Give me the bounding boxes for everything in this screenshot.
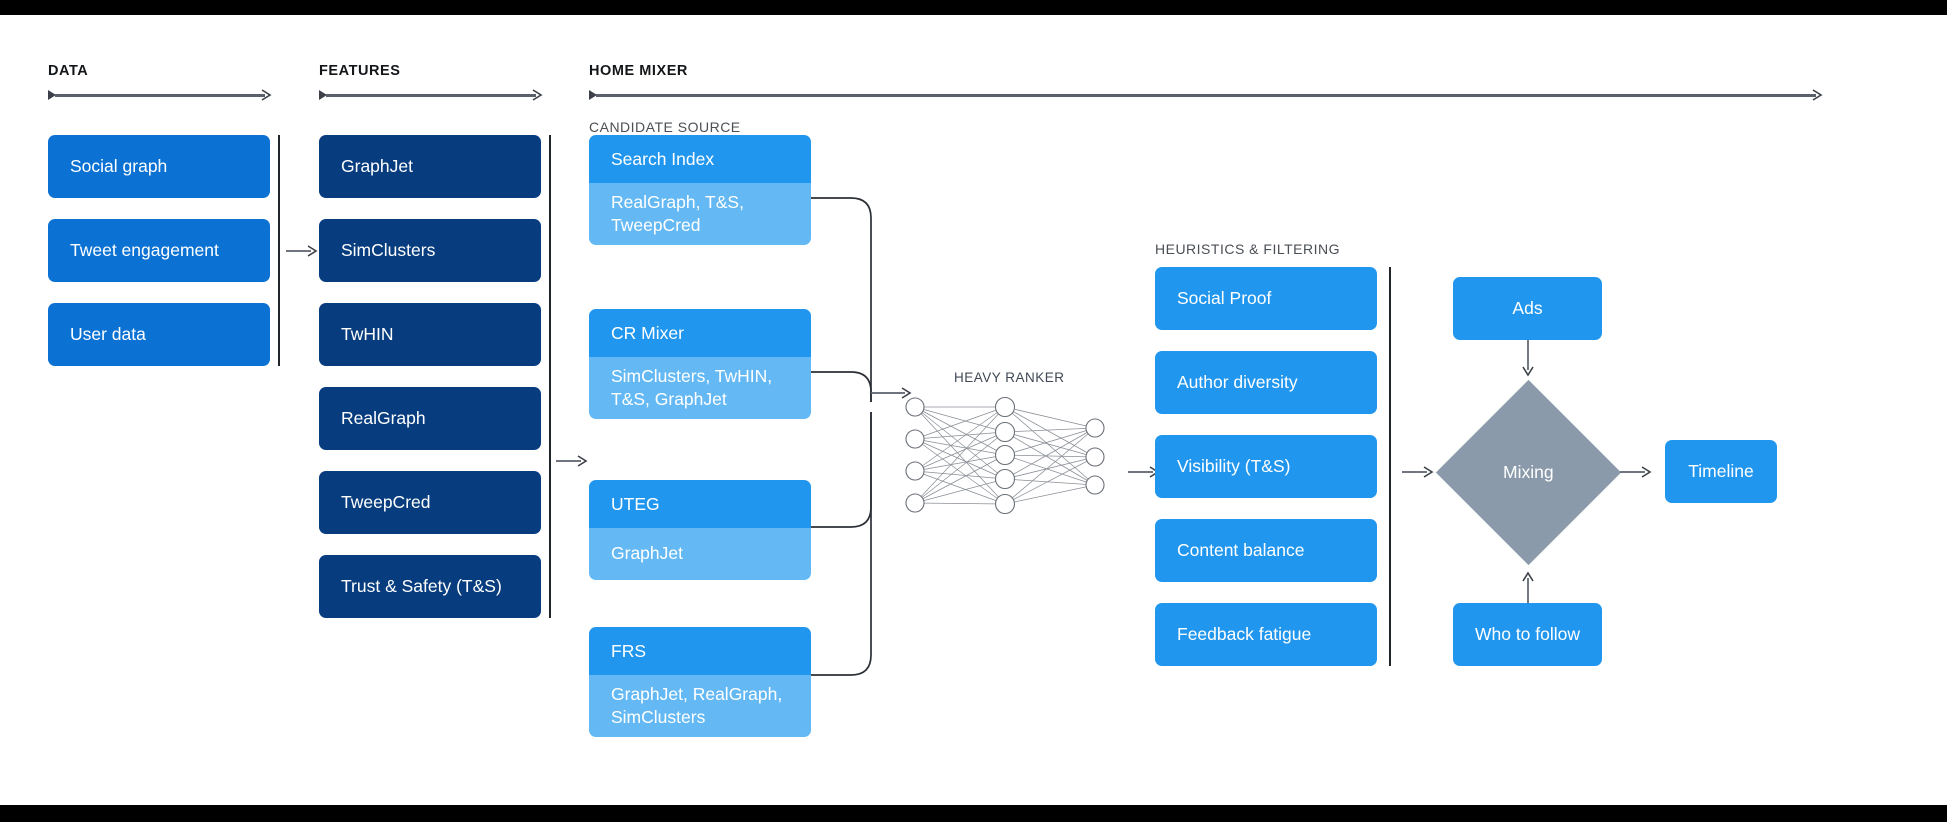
box-label: Visibility (T&S) bbox=[1177, 456, 1291, 476]
subsection-title-heuristics: HEURISTICS & FILTERING bbox=[1155, 241, 1340, 257]
candidate-source-features: SimClusters, TwHIN, T&S, GraphJet bbox=[589, 357, 811, 419]
diagram-canvas: DATA FEATURES HOME MIXER CANDIDATE SOURC… bbox=[0, 15, 1947, 805]
axis-start-triangle-icon bbox=[589, 90, 597, 100]
feature-box-realgraph[interactable]: RealGraph bbox=[319, 387, 541, 450]
axis-arrow-features bbox=[319, 89, 544, 101]
box-label: GraphJet bbox=[341, 156, 413, 176]
candidate-source-name: Search Index bbox=[589, 135, 811, 183]
candidate-source-name: UTEG bbox=[589, 480, 811, 528]
axis-arrow-data bbox=[48, 89, 273, 101]
axis-line bbox=[55, 94, 265, 97]
candidate-source-search-index[interactable]: Search Index RealGraph, T&S, TweepCred bbox=[589, 135, 811, 245]
box-label: Timeline bbox=[1688, 461, 1754, 481]
data-box-tweet-engagement[interactable]: Tweet engagement bbox=[48, 219, 270, 282]
axis-start-triangle-icon bbox=[48, 90, 56, 100]
heuristic-box-content-balance[interactable]: Content balance bbox=[1155, 519, 1377, 582]
box-label: TwHIN bbox=[341, 324, 394, 344]
feature-box-twhin[interactable]: TwHIN bbox=[319, 303, 541, 366]
box-label: SimClusters bbox=[341, 240, 436, 260]
candidate-source-cr-mixer[interactable]: CR Mixer SimClusters, TwHIN, T&S, GraphJ… bbox=[589, 309, 811, 419]
data-box-user-data[interactable]: User data bbox=[48, 303, 270, 366]
connector-candidate-sources-to-ranker bbox=[811, 197, 912, 676]
feature-box-tweepcred[interactable]: TweepCred bbox=[319, 471, 541, 534]
axis-line bbox=[326, 94, 536, 97]
box-label: Social graph bbox=[70, 156, 168, 176]
mixing-label: Mixing bbox=[1503, 461, 1554, 482]
feature-box-graphjet[interactable]: GraphJet bbox=[319, 135, 541, 198]
heavy-ranker-network bbox=[905, 396, 1105, 515]
feature-box-trust-and-safety[interactable]: Trust & Safety (T&S) bbox=[319, 555, 541, 618]
candidate-source-name: CR Mixer bbox=[589, 309, 811, 357]
axis-arrow-home-mixer bbox=[589, 89, 1824, 101]
mixing-diamond[interactable]: Mixing bbox=[1435, 379, 1622, 566]
candidate-source-features: RealGraph, T&S, TweepCred bbox=[589, 183, 811, 245]
heuristic-box-author-diversity[interactable]: Author diversity bbox=[1155, 351, 1377, 414]
arrow-heuristics-to-mixing bbox=[1402, 466, 1434, 478]
candidate-source-features: GraphJet bbox=[589, 528, 811, 580]
box-label: Who to follow bbox=[1474, 624, 1581, 644]
box-label: TweepCred bbox=[341, 492, 431, 512]
column-divider-data bbox=[278, 135, 280, 366]
heuristic-box-feedback-fatigue[interactable]: Feedback fatigue bbox=[1155, 603, 1377, 666]
box-label: Tweet engagement bbox=[70, 240, 219, 260]
arrow-data-to-features bbox=[286, 245, 318, 257]
output-box-ads[interactable]: Ads bbox=[1453, 277, 1602, 340]
box-label: Ads bbox=[1512, 298, 1543, 318]
arrow-mixing-to-timeline bbox=[1620, 466, 1652, 478]
axis-start-triangle-icon bbox=[319, 90, 327, 100]
candidate-source-frs[interactable]: FRS GraphJet, RealGraph, SimClusters bbox=[589, 627, 811, 737]
arrow-features-to-candidate-source bbox=[556, 455, 588, 467]
box-label: Author diversity bbox=[1177, 372, 1298, 392]
box-label: Trust & Safety (T&S) bbox=[341, 576, 502, 596]
feature-box-simclusters[interactable]: SimClusters bbox=[319, 219, 541, 282]
candidate-source-uteg[interactable]: UTEG GraphJet bbox=[589, 480, 811, 580]
box-label: RealGraph bbox=[341, 408, 426, 428]
subsection-title-heavy-ranker: HEAVY RANKER bbox=[954, 370, 1065, 385]
section-title-home-mixer: HOME MIXER bbox=[589, 63, 688, 79]
heuristic-box-visibility[interactable]: Visibility (T&S) bbox=[1155, 435, 1377, 498]
column-divider-features bbox=[549, 135, 551, 618]
arrow-ads-to-mixing bbox=[1522, 340, 1534, 377]
axis-line bbox=[596, 94, 1816, 97]
heuristic-box-social-proof[interactable]: Social Proof bbox=[1155, 267, 1377, 330]
box-label: Social Proof bbox=[1177, 288, 1272, 308]
subsection-title-candidate-source: CANDIDATE SOURCE bbox=[589, 119, 741, 135]
output-box-who-to-follow[interactable]: Who to follow bbox=[1453, 603, 1602, 666]
candidate-source-features: GraphJet, RealGraph, SimClusters bbox=[589, 675, 811, 737]
axis-arrowhead-icon bbox=[1812, 89, 1823, 101]
axis-arrowhead-icon bbox=[532, 89, 543, 101]
candidate-source-name: FRS bbox=[589, 627, 811, 675]
section-title-features: FEATURES bbox=[319, 63, 401, 79]
axis-arrowhead-icon bbox=[261, 89, 272, 101]
box-label: Feedback fatigue bbox=[1177, 624, 1312, 644]
column-divider-heuristics bbox=[1389, 267, 1391, 666]
data-box-social-graph[interactable]: Social graph bbox=[48, 135, 270, 198]
section-title-data: DATA bbox=[48, 63, 89, 79]
box-label: User data bbox=[70, 324, 146, 344]
box-label: Content balance bbox=[1177, 540, 1305, 560]
output-box-timeline[interactable]: Timeline bbox=[1665, 440, 1777, 503]
